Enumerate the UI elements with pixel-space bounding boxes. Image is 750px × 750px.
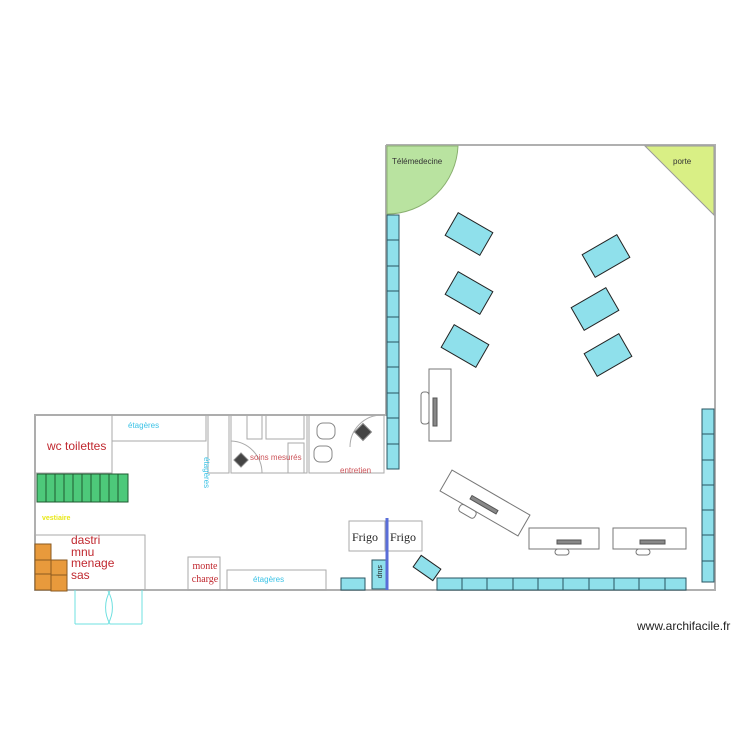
table	[570, 287, 620, 331]
storage-labels: dastri mnu menage sas	[71, 533, 115, 582]
etageres-bottom-label: étagères	[253, 575, 285, 584]
porte-label: porte	[673, 157, 692, 166]
etageres-vertical-label: étagères	[202, 457, 211, 489]
bottom-wall-cabinets	[340, 577, 687, 591]
table	[583, 333, 633, 377]
stup-label: stup	[376, 565, 383, 579]
vestiaire-label: vestiaire	[42, 515, 71, 522]
telemedecine-label: Télémedecine	[392, 157, 443, 166]
wc-label: wc toilettes	[47, 439, 107, 453]
lockers	[36, 473, 129, 503]
charge-label: charge	[191, 574, 219, 585]
monte-label: monte	[192, 561, 218, 572]
monte-charge-label: monte charge	[189, 560, 221, 586]
right-wall-cabinets	[701, 408, 715, 583]
table	[581, 234, 631, 278]
desk	[528, 527, 600, 550]
storage-menage: menage	[71, 556, 115, 570]
soins-label: soins mesurés	[250, 453, 302, 462]
table	[444, 271, 494, 315]
telemedecine-zone[interactable]	[386, 145, 459, 215]
porte-zone[interactable]	[643, 145, 715, 217]
entretien-label: entretien	[340, 466, 372, 475]
storage-sas: sas	[71, 567, 90, 582]
entrance-doors[interactable]	[74, 590, 143, 625]
frigo-right-label: Frigo	[390, 530, 417, 544]
table	[444, 212, 494, 256]
table	[440, 324, 490, 368]
chairs	[233, 422, 373, 468]
workstations	[420, 368, 687, 556]
watermark: www.archifacile.fr	[637, 619, 731, 633]
waiting-tables	[412, 212, 633, 582]
storage-dastri: dastri	[71, 533, 101, 547]
left-rooms	[34, 414, 423, 591]
desk	[612, 527, 687, 550]
desk	[428, 368, 452, 442]
left-wall-cabinets	[386, 214, 400, 470]
storage-mnu: mnu	[71, 544, 95, 559]
etageres-top-label: étagères	[128, 421, 160, 430]
frigo-left-label: Frigo	[352, 530, 379, 544]
orange-boxes	[34, 543, 68, 592]
table	[412, 554, 442, 582]
